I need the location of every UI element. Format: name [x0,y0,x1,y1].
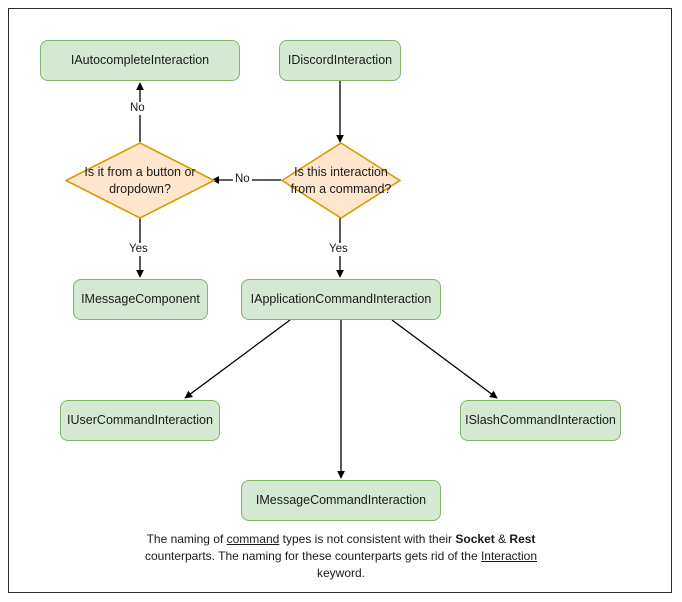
caption-line2-mid: & [494,532,510,546]
node-label: IDiscordInteraction [287,52,393,67]
caption-rest-term: Rest [509,532,536,546]
node-label: Is this interaction from a command? [290,165,392,196]
caption-interaction-term: Interaction [480,549,538,564]
node-label: IApplicationCommandInteraction [250,291,432,306]
caption-command-term: command [226,532,280,546]
edge-label-yes-right: Yes [327,243,350,256]
diamond-shape [281,142,401,219]
node-label: IUserCommandInteraction [67,412,213,427]
edge-label-no-vertical: No [128,102,147,115]
caption-line1-pre: The naming of [146,532,227,546]
caption-line1-post: types is not consistent with their [279,532,453,546]
edge-label-yes-left: Yes [127,243,150,256]
caption-socket-term: Socket [455,532,495,546]
node-message-command-interaction[interactable]: IMessageCommandInteraction [241,480,441,521]
edge-app-command-to-slash-command [391,319,498,399]
node-slash-command-interaction[interactable]: ISlashCommandInteraction [460,400,621,441]
node-user-command-interaction[interactable]: IUserCommandInteraction [60,400,220,441]
node-autocomplete-interaction[interactable]: IAutocompleteInteraction [40,40,240,81]
caption-line2-post: counterparts. The naming for these [144,549,332,564]
node-label: IAutocompleteInteraction [70,52,210,67]
node-message-component[interactable]: IMessageComponent [73,279,208,320]
node-discord-interaction[interactable]: IDiscordInteraction [279,40,401,81]
diagram-caption: The naming of command types is not consi… [141,531,541,582]
caption-line3-pre: counterparts gets rid of the [334,549,481,564]
node-label: IMessageCommandInteraction [255,492,427,507]
node-label: IMessageComponent [81,291,200,306]
node-label: ISlashCommandInteraction [465,412,616,427]
node-decision-button-or-dropdown[interactable]: Is it from a button or dropdown? [65,142,215,219]
node-label: Is it from a button or dropdown? [84,165,196,196]
caption-line3-post: keyword. [316,566,366,581]
node-decision-from-command[interactable]: Is this interaction from a command? [281,142,401,219]
edge-app-command-to-user-command [184,319,291,399]
diamond-shape [65,142,215,219]
edge-label-no-horizontal: No [233,173,252,186]
node-application-command-interaction[interactable]: IApplicationCommandInteraction [241,279,441,320]
